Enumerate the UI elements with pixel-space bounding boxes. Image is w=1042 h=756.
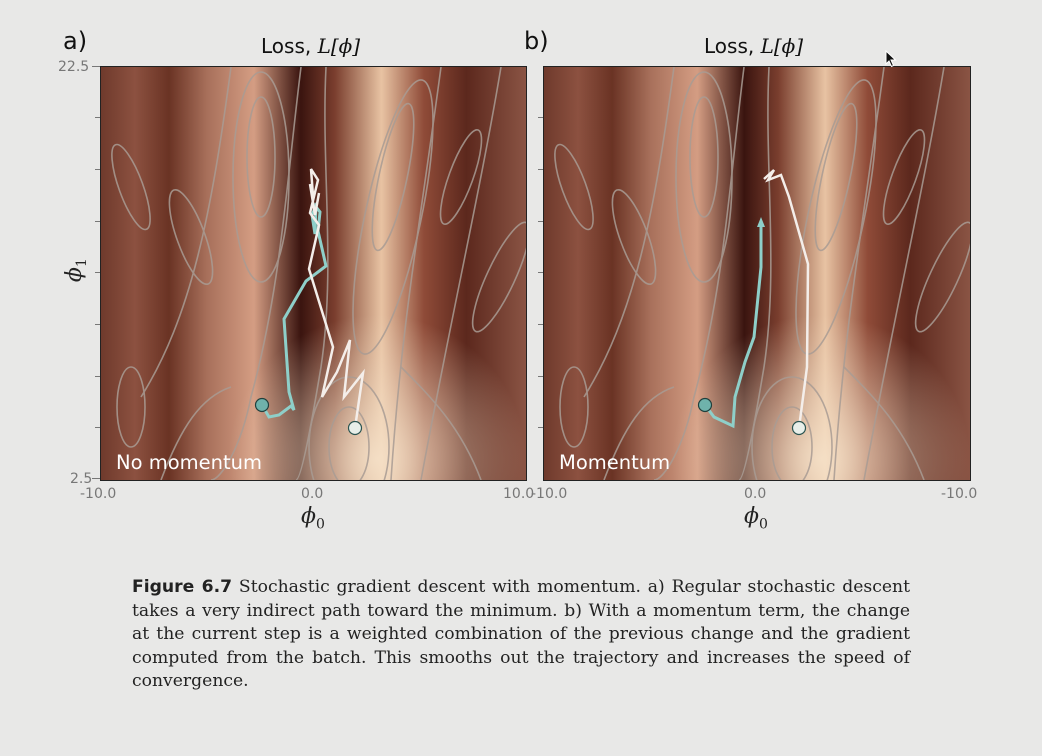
mouse-cursor-icon: [885, 50, 897, 68]
x-tick-b-right: -10.0: [941, 486, 978, 502]
x-tick-a-right: 10.0: [503, 486, 535, 502]
x-axis-label-b: ϕ0: [744, 504, 768, 533]
y-tick-top: 22.5: [58, 59, 90, 75]
x-tick-b-left: -10.0: [531, 486, 568, 502]
figure-caption: Figure 6.7 Stochastic gradient descent w…: [132, 576, 910, 694]
y-tick-bottom: 2.5: [70, 471, 93, 487]
panel-b-label: Momentum: [559, 451, 671, 474]
x-axis-label-a: ϕ0: [301, 504, 325, 533]
panel-b-title: Loss, L[ϕ]: [704, 34, 804, 58]
loss-contour-plot-a: [100, 66, 527, 481]
y-tick-marks-b: [537, 66, 543, 479]
y-axis-label: ϕ1: [61, 258, 91, 283]
panel-b-letter: b): [524, 27, 549, 55]
caption-text: Stochastic gradient descent with momentu…: [132, 577, 910, 692]
panel-a-title: Loss, L[ϕ]: [261, 34, 361, 58]
x-tick-a-left: -10.0: [80, 486, 117, 502]
x-tick-a-mid: 0.0: [301, 486, 324, 502]
panel-a-label: No momentum: [116, 451, 262, 474]
loss-surface-b: [544, 67, 970, 480]
x-tick-b-mid: 0.0: [744, 486, 767, 502]
figure-label: Figure 6.7: [132, 577, 233, 597]
panel-a-letter: a): [63, 27, 88, 55]
y-tick-marks: [92, 66, 100, 479]
loss-surface-a: [101, 67, 526, 480]
loss-contour-plot-b: [543, 66, 971, 481]
